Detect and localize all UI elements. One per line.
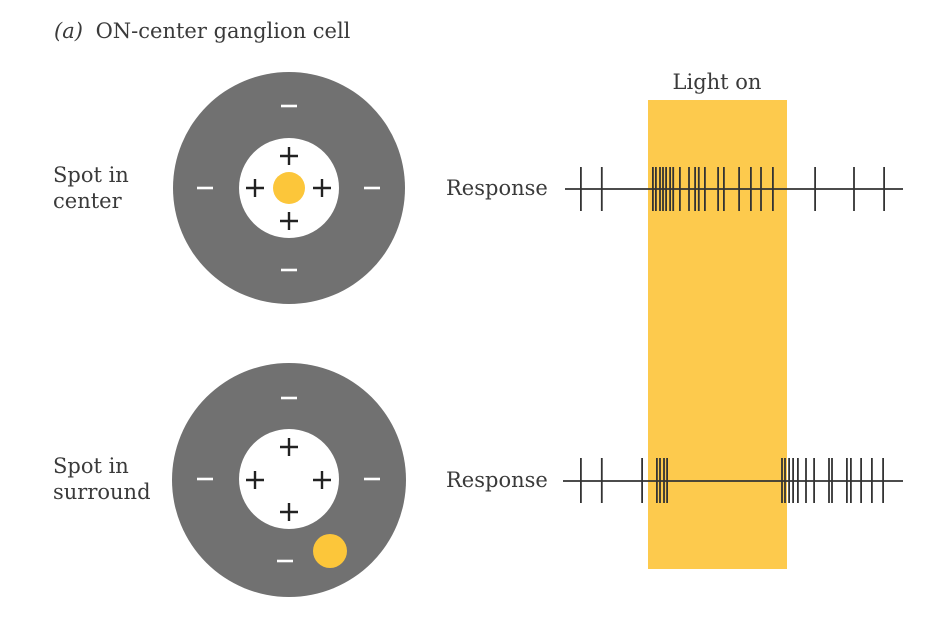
row-label-line2: center xyxy=(53,189,123,213)
plus-sign-bottom xyxy=(280,212,298,230)
panel-letter: (a) xyxy=(54,19,83,43)
plus-sign-top xyxy=(280,438,298,456)
row-label-line1: Spot in xyxy=(53,163,129,187)
response-label: Response xyxy=(446,468,548,492)
figure-title: (a) ON-center ganglion cell xyxy=(54,19,351,43)
spike-train-center xyxy=(565,167,903,211)
light-spot xyxy=(313,534,347,568)
light-spot xyxy=(273,172,305,204)
light-on-label: Light on xyxy=(673,70,762,94)
row-spot-in-center: Spot in center Response xyxy=(53,72,903,304)
row-label-line2: surround xyxy=(53,480,151,504)
response-label: Response xyxy=(446,176,548,200)
receptive-field-surround-stimulus xyxy=(172,363,406,597)
plus-sign-top xyxy=(280,147,298,165)
plus-sign-left xyxy=(246,179,264,197)
plus-sign-right xyxy=(313,179,331,197)
spike-train-surround xyxy=(563,458,903,503)
row-label-line1: Spot in xyxy=(53,454,129,478)
plus-sign-right xyxy=(313,471,331,489)
center-region xyxy=(239,429,339,529)
plus-sign-bottom xyxy=(280,503,298,521)
receptive-field-center-stimulus xyxy=(173,72,405,304)
row-spot-in-surround: Spot in surround Response xyxy=(53,363,903,597)
plus-sign-left xyxy=(246,471,264,489)
panel-title: ON-center ganglion cell xyxy=(96,19,351,43)
